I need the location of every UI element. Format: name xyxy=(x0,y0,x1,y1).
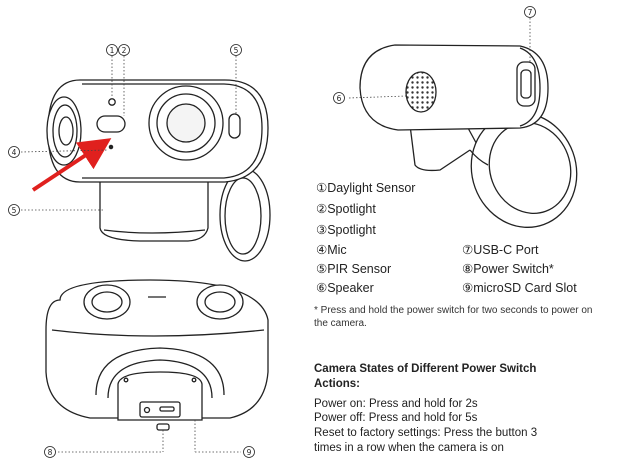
callout-circles-front xyxy=(8,44,242,216)
state-line-reset: Reset to factory settings: Press the but… xyxy=(314,427,538,439)
legend-item-mic: ④Mic xyxy=(316,243,347,257)
legend-item-power-switch: ⑧Power Switch* xyxy=(462,262,554,276)
states-heading: Camera States of Different Power Switch … xyxy=(314,363,537,390)
callout-8: 8 xyxy=(48,448,53,457)
camera-bottom-view xyxy=(45,279,269,431)
state-line-power-on: Power on: Press and hold for 2s xyxy=(314,398,478,410)
legend-item-spotlight-1: ②Spotlight xyxy=(316,202,376,216)
callout-circles-bottom xyxy=(44,446,255,458)
callout-1: 1 xyxy=(110,46,115,55)
state-line-reset-cont: times in a row when the camera is on xyxy=(314,442,504,454)
callout-4: 4 xyxy=(12,148,17,157)
callout-7: 7 xyxy=(528,8,533,17)
callout-leaders-rear xyxy=(348,18,531,99)
legend-item-microsd-slot: ⑨microSD Card Slot xyxy=(462,281,577,295)
legend-item-daylight-sensor: ①Daylight Sensor xyxy=(316,181,416,195)
callout-circles-rear xyxy=(333,6,536,104)
legend-item-speaker: ⑥Speaker xyxy=(316,281,374,295)
camera-rear-view xyxy=(359,44,578,228)
callout-leaders-bottom xyxy=(58,420,241,453)
camera-front-view xyxy=(46,79,271,262)
callout-2: 2 xyxy=(122,46,127,55)
callout-5-top: 5 xyxy=(234,46,239,55)
legend-item-usb-c-port: ⑦USB-C Port xyxy=(462,243,539,257)
callout-5-left: 5 xyxy=(12,206,17,215)
callout-9: 9 xyxy=(247,448,252,457)
state-line-power-off: Power off: Press and hold for 5s xyxy=(314,412,478,424)
callout-leaders-front xyxy=(20,56,237,211)
legend-item-pir-sensor: ⑤PIR Sensor xyxy=(316,262,392,276)
highlight-arrow xyxy=(31,138,112,192)
callout-6: 6 xyxy=(337,94,342,103)
legend-item-spotlight-2: ③Spotlight xyxy=(316,223,376,237)
power-switch-note: * Press and hold the power switch for tw… xyxy=(314,305,593,329)
